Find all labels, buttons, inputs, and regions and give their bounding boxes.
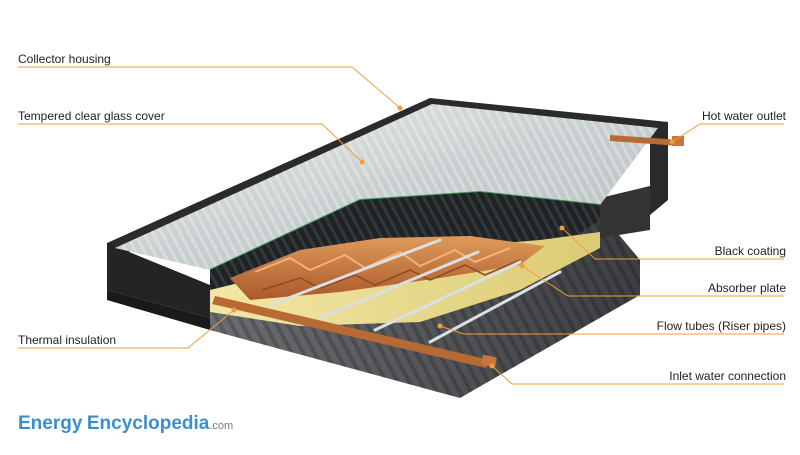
outlet-connector — [672, 136, 684, 146]
label-flow-tubes: Flow tubes (Riser pipes) — [656, 319, 786, 333]
leader-collector-housing — [18, 66, 401, 109]
label-absorber-plate: Absorber plate — [707, 281, 786, 295]
brand-word-energy: Energy — [18, 413, 83, 434]
brand-suffix: .com — [209, 420, 234, 432]
label-glass-cover: Tempered clear glass cover — [18, 109, 165, 123]
leader-glass-cover — [18, 123, 363, 163]
label-hot-water-outlet: Hot water outlet — [701, 109, 786, 123]
header-pipe — [212, 135, 680, 368]
brand-logo: Energy Encyclopedia.com — [18, 413, 233, 435]
leader-thermal-insulation — [18, 309, 235, 349]
brand-word-encyclopedia: Encyclopedia — [86, 413, 210, 434]
leader-hot-water-outlet — [671, 123, 784, 143]
leader-flow-tubes — [439, 325, 784, 335]
flow-tubes — [268, 238, 562, 344]
label-inlet-water: Inlet water connection — [669, 369, 786, 383]
label-collector-housing: Collector housing — [18, 52, 111, 66]
leader-black-coating — [561, 227, 784, 260]
label-black-coating: Black coating — [714, 244, 786, 258]
leader-lines — [18, 66, 784, 385]
label-thermal-insulation: Thermal insulation — [18, 333, 117, 347]
leader-absorber-plate — [521, 265, 784, 297]
leader-dots — [231, 105, 675, 369]
leader-inlet-water — [491, 365, 784, 385]
